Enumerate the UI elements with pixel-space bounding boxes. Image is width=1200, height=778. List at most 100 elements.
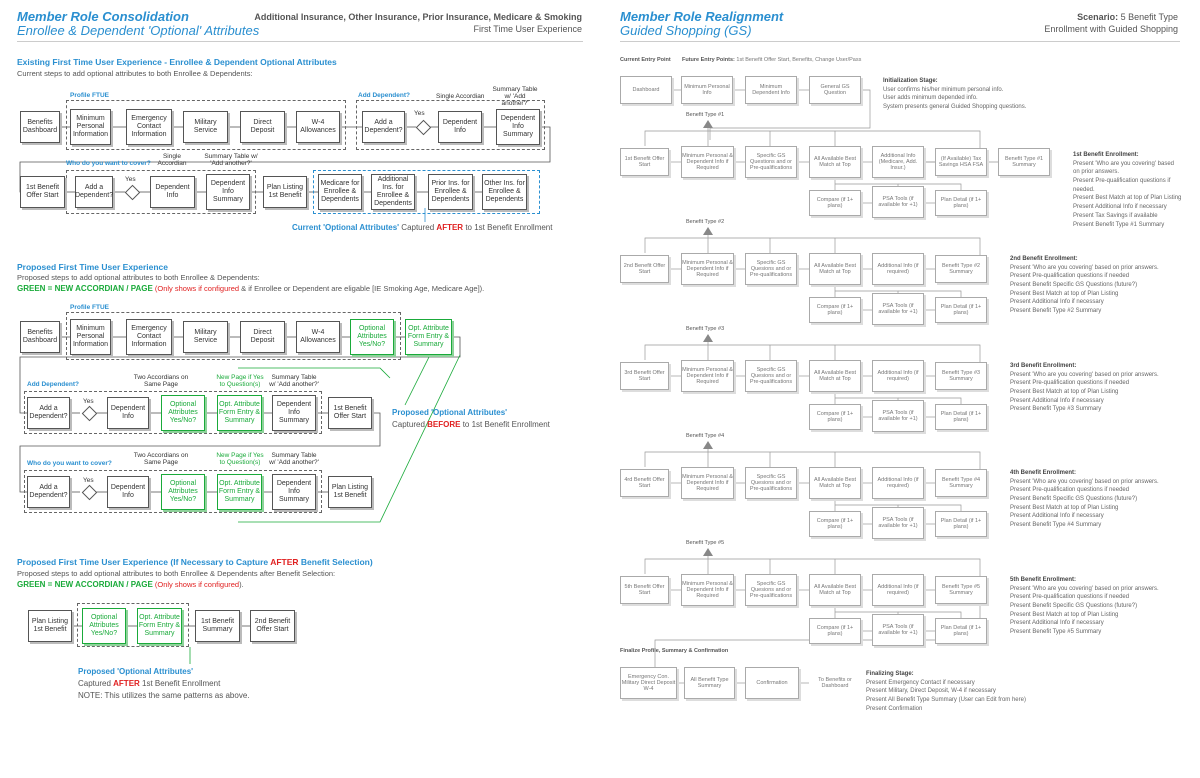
benefit-available[interactable]: All Available Best Match at Top — [809, 360, 861, 392]
benefit-psa-tools[interactable]: PSA Tools (if available for +1) — [872, 507, 924, 539]
s1-min-personal[interactable]: Minimum Personal Information — [70, 109, 111, 145]
s2-opt-form[interactable]: Opt. Attribute Form Entry & Summary — [405, 319, 452, 355]
s3-plan-listing[interactable]: Plan Listing 1st Benefit — [28, 610, 72, 642]
s3-opt-form[interactable]: Opt. Attribute Form Entry & Summary — [137, 608, 182, 644]
benefit-psa-tools[interactable]: PSA Tools (if available for +1) — [872, 614, 924, 646]
benefit-min-info[interactable]: Minimum Personal & Dependent Info if Req… — [681, 360, 734, 392]
s1-dep-info[interactable]: Dependent Info — [438, 111, 482, 143]
benefit-summary[interactable]: Benefit Type #1 Summary — [998, 148, 1050, 176]
s2-dep-info-2[interactable]: Dependent Info — [107, 476, 149, 508]
s3-first-summary[interactable]: 1st Benefit Summary — [195, 610, 240, 642]
benefit-additional[interactable]: Additional Info (if required) — [872, 253, 924, 285]
s3-optional-attributes[interactable]: Optional Attributes Yes/No? — [82, 608, 126, 644]
s3-second-offer[interactable]: 2nd Benefit Offer Start — [250, 610, 295, 642]
benefit-summary[interactable]: Benefit Type #5 Summary — [935, 576, 987, 604]
s2-min-personal[interactable]: Minimum Personal Information — [70, 319, 111, 355]
benefit-specific-gs[interactable]: Specific GS Questions and or Pre-qualifi… — [745, 146, 797, 178]
benefit-available[interactable]: All Available Best Match at Top — [809, 574, 861, 606]
benefit-offer-start[interactable]: 3rd Benefit Offer Start — [620, 362, 669, 390]
init-box[interactable]: Minimum Dependent Info — [745, 76, 797, 104]
s1-dep-info-summary[interactable]: Dependent Info Summary — [496, 109, 540, 145]
s1-add-dependent-2[interactable]: Add a Dependent? — [75, 176, 113, 208]
s1-profile-label: Profile FTUE — [70, 92, 110, 99]
benefit-offer-start[interactable]: 4rd Benefit Offer Start — [620, 469, 669, 497]
s1-prior-ins[interactable]: Prior Ins. for Enrollee & Dependents — [428, 174, 473, 210]
s2-dep-info-summary-2[interactable]: Dependent Info Summary — [272, 474, 316, 510]
s2-add-dependent-2[interactable]: Add a Dependent? — [27, 476, 70, 508]
s2-opt-form-2[interactable]: Opt. Attribute Form Entry & Summary — [217, 395, 262, 431]
benefit-plan-detail[interactable]: Plan Detail (if 1+ plans) — [935, 190, 987, 216]
benefit-psa-tools[interactable]: PSA Tools (if available for +1) — [872, 293, 924, 325]
benefit-summary[interactable]: Benefit Type #2 Summary — [935, 255, 987, 283]
s1-military[interactable]: Military Service — [183, 111, 228, 143]
s1-dep-info-summary-2[interactable]: Dependent Info Summary — [206, 174, 250, 210]
s1-benefits-dashboard[interactable]: Benefits Dashboard — [20, 111, 60, 143]
finalize-all-summary[interactable]: All Benefit Type Summary — [684, 667, 735, 699]
s1-additional-ins[interactable]: Additional Ins. for Enrollee & Dependent… — [371, 174, 415, 210]
s1-medicare[interactable]: Medicare for Enrollee & Dependents — [318, 174, 362, 210]
s2-dep-info-summary[interactable]: Dependent Info Summary — [272, 395, 316, 431]
s1-other-ins[interactable]: Other Ins. for Enrollee & Dependents — [482, 174, 527, 210]
s1-w4[interactable]: W-4 Allowances — [296, 111, 340, 143]
s2-military[interactable]: Military Service — [183, 321, 228, 353]
benefit-additional[interactable]: Additional Info (Medicare, Add. Insur.) — [872, 146, 924, 178]
benefit-compare[interactable]: Compare (if 1+ plans) — [809, 404, 861, 430]
benefit-specific-gs[interactable]: Specific GS Quesions and or Pre-qualific… — [745, 574, 797, 606]
benefit-min-info[interactable]: Minimum Personal & Dependent Info if Req… — [681, 574, 734, 606]
init-box[interactable]: Minimum Personal Info — [681, 76, 733, 104]
finalize-emergency[interactable]: Emergency Con. Military Direct Deposit W… — [620, 667, 677, 699]
benefit-offer-start[interactable]: 5th Benefit Offer Start — [620, 576, 669, 604]
benefit-psa-tools[interactable]: PSA Tools (if available for +1) — [872, 400, 924, 432]
benefit-compare[interactable]: Compare (if 1+ plans) — [809, 618, 861, 644]
s2-w4[interactable]: W-4 Allowances — [296, 321, 340, 353]
finalize-to-benefits[interactable]: To Benefits or Dashboard — [818, 677, 852, 690]
s2-plan-listing[interactable]: Plan Listing 1st Benefit — [328, 476, 372, 508]
s2-first-benefit[interactable]: 1st Benefit Offer Start — [328, 397, 372, 429]
init-box[interactable]: Dashboard — [620, 76, 672, 104]
s1-add-dependent[interactable]: Add a Dependent? — [362, 111, 405, 143]
init-box[interactable]: General GS Question — [809, 76, 861, 104]
benefit-offer-start[interactable]: 2nd Benefit Offer Start — [620, 255, 669, 283]
benefit-available[interactable]: All Available Best Match at Top — [809, 146, 861, 178]
benefit-available[interactable]: All Available Best Match at Top — [809, 253, 861, 285]
benefit-compare[interactable]: Compare (if 1+ plans) — [809, 511, 861, 537]
benefit-compare[interactable]: Compare (if 1+ plans) — [809, 297, 861, 323]
s2-benefits-dashboard[interactable]: Benefits Dashboard — [20, 321, 60, 353]
benefit-summary[interactable]: Benefit Type #4 Summary — [935, 469, 987, 497]
benefit-additional[interactable]: Additional Info (if required) — [872, 574, 924, 606]
benefit-stage-line: Present Benefit Type #1 Summary — [1073, 221, 1165, 228]
benefit-tax-savings[interactable]: (If Available) Tax Savings HSA FSA — [935, 148, 987, 176]
benefit-additional[interactable]: Additional Info (if required) — [872, 360, 924, 392]
s1-plan-listing[interactable]: Plan Listing 1st Benefit — [263, 176, 307, 208]
s1-dep-info-2[interactable]: Dependent Info — [150, 176, 195, 208]
benefit-compare[interactable]: Compare (if 1+ plans) — [809, 190, 861, 216]
benefit-additional[interactable]: Additional Info (if required) — [872, 467, 924, 499]
benefit-min-info[interactable]: Minimum Personal & Dependent Info if Req… — [681, 253, 734, 285]
s1-first-benefit[interactable]: 1st Benefit Offer Start — [20, 176, 65, 208]
benefit-min-info[interactable]: Minimum Personal & Dependent Info if Req… — [681, 467, 734, 499]
benefit-plan-detail[interactable]: Plan Detail (if 1+ plans) — [935, 511, 987, 537]
s1-direct-deposit[interactable]: Direct Deposit — [240, 111, 285, 143]
s2-optional-attributes[interactable]: Optional Attributes Yes/No? — [350, 319, 394, 355]
s2-optional-attributes-2[interactable]: Optional Attributes Yes/No? — [161, 395, 205, 431]
s1-emergency[interactable]: Emergency Contact Information — [126, 109, 172, 145]
s2-emergency[interactable]: Emergency Contact Information — [126, 319, 172, 355]
finalize-confirmation[interactable]: Confirmation — [745, 667, 799, 699]
benefit-offer-start[interactable]: 1st Benefit Offer Start — [620, 148, 669, 176]
benefit-specific-gs[interactable]: Specific GS Quesions and or Pre-qualific… — [745, 253, 797, 285]
benefit-specific-gs[interactable]: Specific GS Quesions and or Pre-qualific… — [745, 467, 797, 499]
benefit-specific-gs[interactable]: Specific GS Quesions and or Pre-qualific… — [745, 360, 797, 392]
s2-optional-attributes-3[interactable]: Optional Attributes Yes/No? — [161, 474, 205, 510]
benefit-summary[interactable]: Benefit Type #3 Summary — [935, 362, 987, 390]
benefit-plan-detail[interactable]: Plan Detail (if 1+ plans) — [935, 297, 987, 323]
s2-add-dependent[interactable]: Add a Dependent? — [27, 397, 70, 429]
s2-direct-deposit[interactable]: Direct Deposit — [240, 321, 285, 353]
benefit-psa-tools[interactable]: PSA Tools (if available for +1) — [872, 186, 924, 218]
benefit-plan-detail[interactable]: Plan Detail (if 1+ plans) — [935, 404, 987, 430]
init-stage: Initialization Stage: User confirms his/… — [883, 77, 1026, 112]
s2-dep-info[interactable]: Dependent Info — [107, 397, 149, 429]
benefit-min-info[interactable]: Minimum Personal & Dependent Info if Req… — [681, 146, 734, 178]
benefit-plan-detail[interactable]: Plan Detail (if 1+ plans) — [935, 618, 987, 644]
s2-opt-form-3[interactable]: Opt. Attribute Form Entry & Summary — [217, 474, 262, 510]
benefit-available[interactable]: All Available Best Match at Top — [809, 467, 861, 499]
